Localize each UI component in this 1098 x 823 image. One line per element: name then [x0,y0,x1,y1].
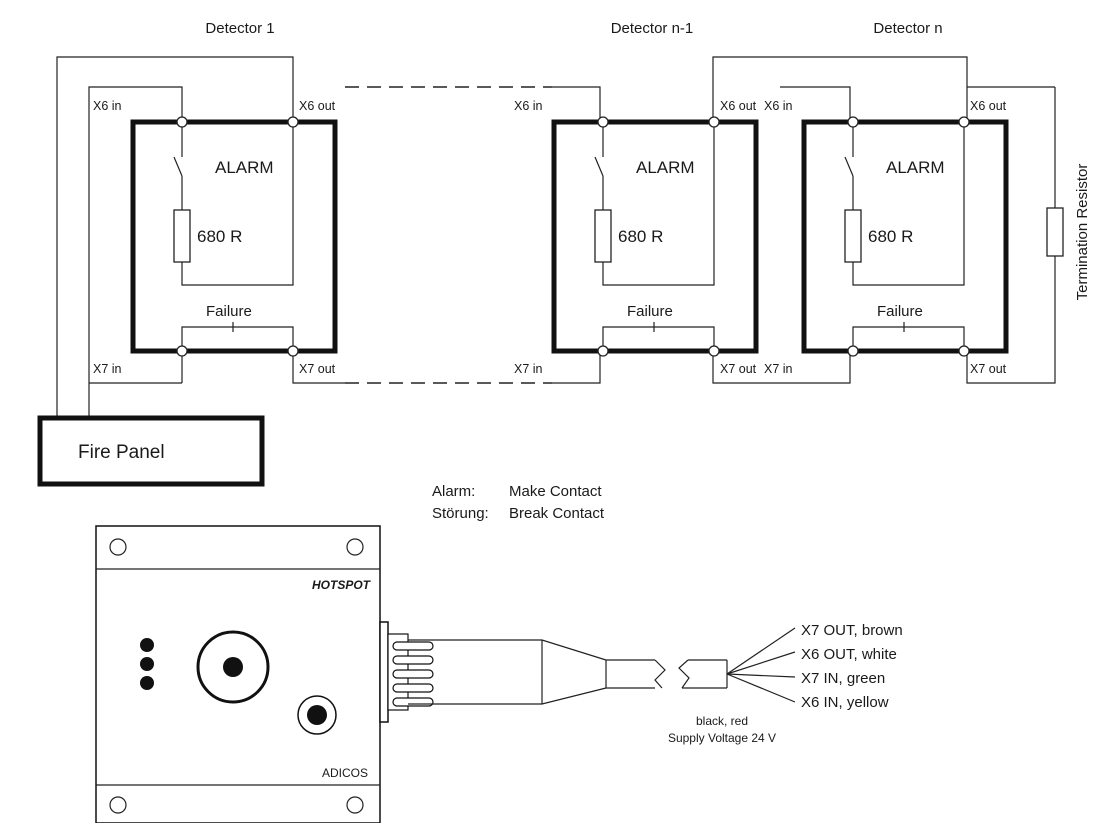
failure-label: Failure [627,303,673,320]
port-x7-out: X7 out [720,362,757,376]
termination-resistor-label: Termination Resistor [1074,164,1091,301]
legend-alarm-key: Alarm: [432,483,475,500]
fire-panel-label: Fire Panel [78,442,165,463]
alarm-label: ALARM [636,158,695,177]
led-icon [140,676,154,690]
loop-wiring [56,56,1064,418]
port-x7-in: X7 in [764,362,793,376]
connector-rib [392,683,434,693]
wire-label-x6-out: X6 OUT, white [801,646,897,663]
failure-label: Failure [206,303,252,320]
wire-label-x6-in: X6 IN, yellow [801,694,889,711]
detector-n-title: Detector n [873,20,942,37]
supply-colors: black, red [696,714,748,728]
wire-label-x7-out: X7 OUT, brown [801,622,903,639]
connector-rib [392,697,434,707]
resistor-icon [844,209,862,263]
terminal-icon [847,116,859,128]
terminal-icon [597,116,609,128]
alarm-contact-icon [594,156,604,177]
termination-resistor [1046,207,1064,257]
port-x6-in: X6 in [93,99,122,113]
wire-label-x7-in: X7 IN, green [801,670,885,687]
detector-1-title: Detector 1 [205,20,274,37]
detector-n-1-title: Detector n-1 [611,20,694,37]
resistor-label: 680 R [868,227,913,246]
connector-rib [392,669,434,679]
connector-rib [392,641,434,651]
port-x7-in: X7 in [93,362,122,376]
legend-fault-key: Störung: [432,505,489,522]
connector-rib [392,655,434,665]
terminal-icon [958,345,970,357]
terminal-icon [176,116,188,128]
port-x7-in: X7 in [514,362,543,376]
port-x6-out: X6 out [970,99,1007,113]
terminal-icon [287,116,299,128]
port-x7-out: X7 out [299,362,336,376]
detector-2: X6 in X6 out X7 in X7 out ALARM 680 R Failure [514,99,759,376]
terminal-icon [708,345,720,357]
resistor-label: 680 R [618,227,663,246]
terminal-icon [847,345,859,357]
terminal-icon [708,116,720,128]
resistor-icon [173,209,191,263]
terminal-icon [958,116,970,128]
device-brand-top: HOTSPOT [312,578,372,592]
led-icon [140,638,154,652]
supply-voltage: Supply Voltage 24 V [668,731,776,745]
port-x7-out: X7 out [970,362,1007,376]
detector-1: X6 in X6 out X7 in X7 out ALARM 680 R Failure [93,99,338,376]
device-drawing [95,525,796,823]
legend-alarm-value: Make Contact [509,483,602,500]
led-icon [140,657,154,671]
fire-panel [37,415,265,487]
port-x6-in: X6 in [514,99,543,113]
terminal-icon [176,345,188,357]
resistor-label: 680 R [197,227,242,246]
alarm-contact-icon [173,156,183,177]
alarm-contact-icon [844,156,854,177]
alarm-label: ALARM [215,158,274,177]
terminal-icon [287,345,299,357]
detector-3: X6 in X6 out X7 in X7 out ALARM 680 R Failure [764,99,1009,376]
resistor-icon [594,209,612,263]
device-brand-bottom: ADICOS [322,766,368,780]
terminal-icon [597,345,609,357]
failure-label: Failure [877,303,923,320]
port-x6-out: X6 out [299,99,336,113]
port-x6-in: X6 in [764,99,793,113]
legend-fault-value: Break Contact [509,505,605,522]
port-x6-out: X6 out [720,99,757,113]
alarm-label: ALARM [886,158,945,177]
